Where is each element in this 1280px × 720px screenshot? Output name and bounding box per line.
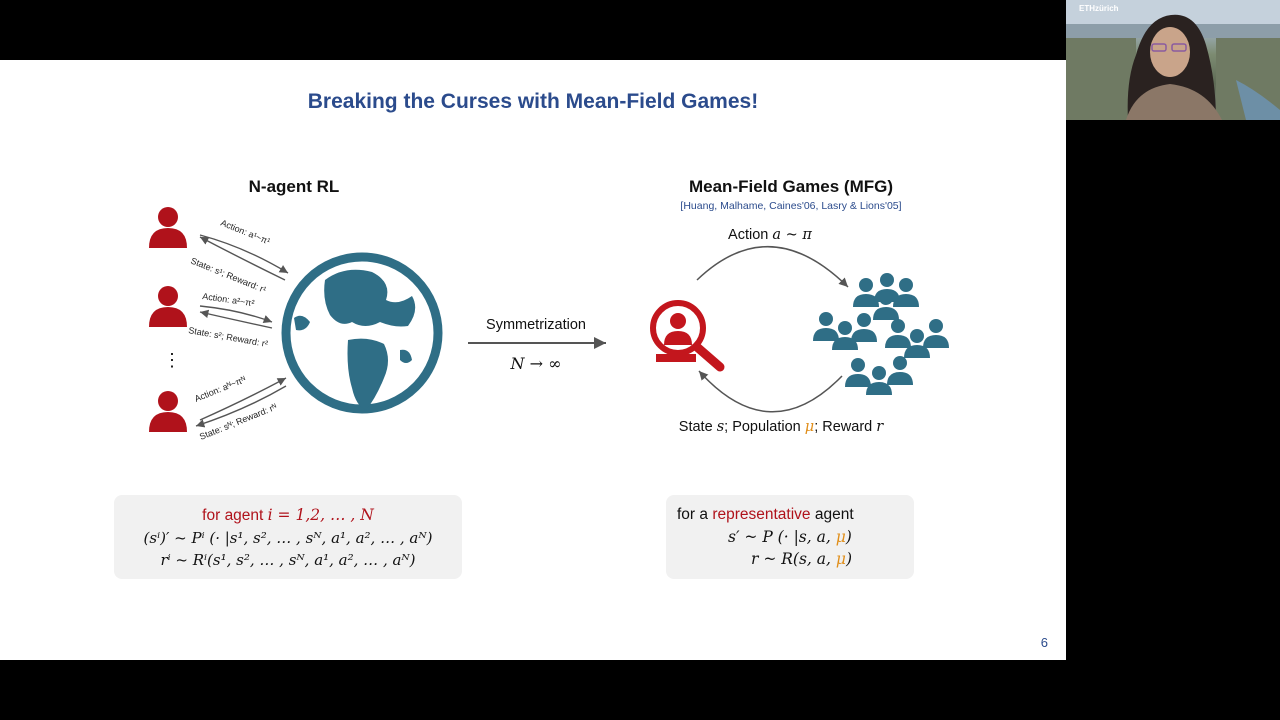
citation: [Huang, Malhame, Caines'06, Lasry & Lion… xyxy=(680,200,902,212)
mfg-transition-mu: μ xyxy=(835,528,846,546)
crowd-icon xyxy=(813,273,949,395)
limit-label: N → ∞ xyxy=(510,354,562,373)
mfg-line-1: for a representative agent xyxy=(677,504,914,526)
mfg-reward-end: ) xyxy=(845,550,853,568)
agent-1-state-arrow xyxy=(199,236,286,281)
reward-r: r xyxy=(876,419,884,435)
n-agent-transition: (sⁱ)′ ~ Pⁱ (· |s¹, s², … , sᴺ, a¹, a², …… xyxy=(143,529,433,547)
agent-2-action-arrow xyxy=(199,305,273,323)
slide-title: Breaking the Curses with Mean-Field Game… xyxy=(307,90,759,113)
agent-2-state-arrow xyxy=(199,309,273,329)
population-text: ; Population xyxy=(724,419,805,435)
speaker-silhouette xyxy=(1066,0,1280,120)
mfg-reward-main: r ~ R(s, a, xyxy=(751,550,836,568)
mfg-transition-end: ) xyxy=(845,528,852,546)
mfg-action-arrow xyxy=(696,246,849,288)
mfg-reward-mu: μ xyxy=(835,550,846,568)
mfg-state-label: State s; Population μ; Reward r xyxy=(640,419,922,435)
agent-2-state-label: State: s²; Reward: r² xyxy=(188,325,269,349)
page-number: 6 xyxy=(1040,635,1048,650)
symmetrization-label: Symmetrization xyxy=(486,317,586,333)
mfg-heading: Mean-Field Games (MFG) xyxy=(688,177,894,196)
mfg-formula-panel: for a representative agent s′ ~ P (· |s,… xyxy=(666,495,914,579)
magnifier-person-icon xyxy=(650,300,725,372)
state-s: s xyxy=(716,419,725,435)
n-agent-line-1-math: i = 1,2, … , N xyxy=(267,506,374,524)
webcam-feed: ETHzürich xyxy=(1066,0,1280,120)
agent-n-action-label: Action: aᴺ~πᴺ xyxy=(193,374,247,404)
agent-ellipsis: ⋮ xyxy=(163,350,181,370)
agent-1-state-label: State: s¹; Reward: r¹ xyxy=(189,256,267,295)
agent-1-person-icon xyxy=(149,207,187,248)
agent-2-action-label: Action: a²~π² xyxy=(202,291,255,308)
mfg-transition-main: s′ ~ P (· |s, a, xyxy=(728,528,836,546)
mfg-line-1-prefix: for a xyxy=(677,506,713,523)
slide: Breaking the Curses with Mean-Field Game… xyxy=(0,60,1066,660)
mfg-action-prefix: Action xyxy=(728,227,773,243)
agent-n-person-icon xyxy=(149,391,187,432)
globe-icon xyxy=(281,252,443,414)
agent-n-state-arrow xyxy=(195,385,287,428)
agent-1-action-label: Action: a¹~π¹ xyxy=(219,218,271,247)
n-agent-line-1: for agent i = 1,2, … , N xyxy=(114,504,462,527)
reward-text: ; Reward xyxy=(814,419,877,435)
agent-2-person-icon xyxy=(149,286,187,327)
state-text: State xyxy=(678,419,717,435)
n-agent-formula-panel: for agent i = 1,2, … , N (sⁱ)′ ~ Pⁱ (· |… xyxy=(114,495,462,579)
n-agent-heading: N-agent RL xyxy=(248,177,340,196)
n-agent-reward: rⁱ ~ Rⁱ(s¹, s², … , sᴺ, a¹, a², … , aᴺ) xyxy=(160,551,416,569)
mfg-line-1-suffix: agent xyxy=(810,506,854,523)
mfg-transition: s′ ~ P (· |s, a, μ) xyxy=(677,526,914,548)
n-agent-line-1-prefix: for agent xyxy=(202,507,268,524)
mfg-state-arrow xyxy=(698,370,843,413)
eth-logo: ETHzürich xyxy=(1079,4,1119,13)
population-mu: μ xyxy=(804,419,815,435)
mfg-action-math: a ~ π xyxy=(772,227,812,243)
mfg-action-label: Action a ~ π xyxy=(690,227,850,243)
agent-n-action-arrow xyxy=(199,377,287,421)
representative-text: representative xyxy=(712,506,811,523)
diagram: Action: a¹~π¹ State: s¹; Reward: r¹ Acti… xyxy=(149,207,949,442)
mfg-reward: r ~ R(s, a, μ) xyxy=(677,548,914,570)
environment-label: Environment xyxy=(319,326,392,341)
